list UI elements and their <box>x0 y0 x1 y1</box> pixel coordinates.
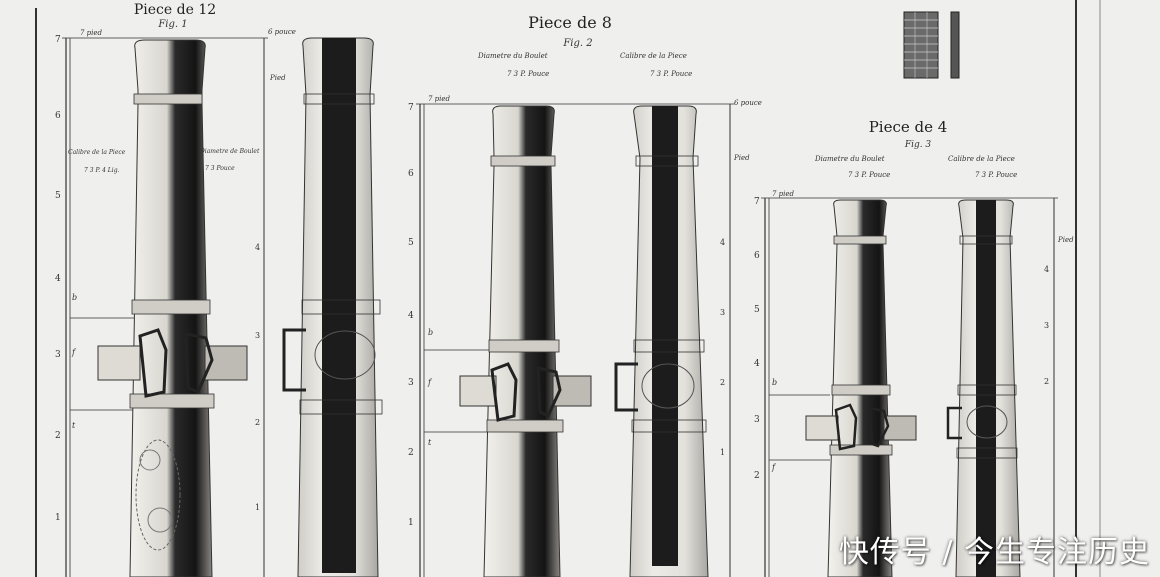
piece-12-rscale-1: 1 <box>255 503 260 512</box>
piece-4-note-right-value: 7 3 P. Pouce <box>975 171 1017 179</box>
piece-8-title: Piece de 8 <box>528 13 612 32</box>
piece-4-group: Piece de 4 Fig. 3 Diametre du Boulet 7 3… <box>754 118 1074 577</box>
piece-4-top-label: 7 pied <box>772 190 795 198</box>
piece-12-scale-2: 2 <box>55 431 61 441</box>
piece-12-scale-1: 1 <box>55 513 61 523</box>
piece-8-rscale-1: 1 <box>720 448 725 457</box>
piece-12-mark-b: b <box>72 293 77 302</box>
piece-8-side-label: 6 pouce <box>734 99 762 107</box>
piece-12-mark-f: f <box>71 348 77 357</box>
piece-12-note-left-value: 7 3 P. 4 Lig. <box>84 167 120 174</box>
piece-4-scale-4: 4 <box>754 359 760 369</box>
piece-4-scale-5: 5 <box>754 305 760 315</box>
piece-12-scale-4: 4 <box>55 274 61 284</box>
piece-8-note-right-title: Calibre de la Piece <box>620 52 687 60</box>
piece-12-scale-5: 5 <box>55 191 61 201</box>
piece-8-top-label: 7 pied <box>428 95 451 103</box>
piece-8-scale-3: 3 <box>408 378 414 388</box>
piece-12-note-left-title: Calibre de la Piece <box>68 149 126 156</box>
piece-4-fig: Fig. 3 <box>904 140 932 150</box>
piece-8-barrel-exterior <box>459 105 592 577</box>
piece-4-note-right-title: Calibre de la Piece <box>948 155 1015 163</box>
piece-8-note-left-title: Diametre du Boulet <box>477 52 548 60</box>
piece-4-rscale-2: 2 <box>1044 377 1049 386</box>
piece-4-scale-6: 6 <box>754 251 760 261</box>
piece-4-note-left-value: 7 3 P. Pouce <box>848 171 890 179</box>
piece-8-scale-6: 6 <box>408 169 414 179</box>
piece-12-rscale-4: 4 <box>255 243 260 252</box>
piece-8-mark-b: b <box>428 328 433 337</box>
piece-12-rscale-2: 2 <box>255 418 260 427</box>
piece-4-scale-7: 7 <box>754 197 760 207</box>
piece-4-barrel-section <box>946 199 1021 577</box>
piece-4-scale-3: 3 <box>754 415 760 425</box>
watermark-text: 快传号 / 今生专注历史 <box>838 535 1150 570</box>
piece-8-fig: Fig. 2 <box>562 38 592 49</box>
piece-8-note-left-value: 7 3 P. Pouce <box>507 70 549 78</box>
piece-8-side-label-2: Pied <box>733 154 750 162</box>
piece-12-barrel-section <box>282 37 383 577</box>
piece-12-group: Piece de 12 Fig. 1 7 pied 6 pouce Pied 7… <box>55 2 383 577</box>
piece-4-note-left-title: Diametre du Boulet <box>814 155 885 163</box>
piece-12-note-right-value: 7 3 Pouce <box>205 165 235 172</box>
piece-4-barrel-exterior <box>805 199 917 577</box>
grid-detail <box>903 11 960 79</box>
piece-4-side-label: Pied <box>1057 236 1074 244</box>
piece-12-rscale-3: 3 <box>255 331 260 340</box>
piece-12-mark-t: t <box>72 421 76 430</box>
piece-8-scale-2: 2 <box>408 448 414 458</box>
piece-8-mark-f: f <box>427 378 433 387</box>
piece-8-barrel-section <box>614 105 709 577</box>
piece-8-rscale-3: 3 <box>720 308 725 317</box>
piece-12-scale-3: 3 <box>55 350 61 360</box>
piece-12-barrel-exterior <box>97 39 248 577</box>
piece-8-mark-t: t <box>428 438 432 447</box>
piece-12-side-label: 6 pouce <box>268 28 296 36</box>
piece-12-note-right-title: Diametre de Boulet <box>199 148 260 155</box>
piece-12-side-label-2: Pied <box>269 74 286 82</box>
piece-12-scale-6: 6 <box>55 111 61 121</box>
piece-12-top-label: 7 pied <box>80 29 103 37</box>
piece-8-scale-5: 5 <box>408 238 414 248</box>
piece-8-scale-7: 7 <box>408 103 414 113</box>
piece-4-mark-f: f <box>771 463 777 472</box>
piece-8-scale-4: 4 <box>408 311 414 321</box>
piece-4-mark-b: b <box>772 378 777 387</box>
piece-12-scale-7: 7 <box>55 35 61 45</box>
piece-4-rscale-4: 4 <box>1044 265 1049 274</box>
piece-12-fig: Fig. 1 <box>157 19 187 30</box>
piece-4-title: Piece de 4 <box>869 118 948 136</box>
piece-8-group: Piece de 8 Fig. 2 Diametre du Boulet 7 3… <box>408 13 762 577</box>
piece-8-rscale-2: 2 <box>720 378 725 387</box>
piece-4-rscale-3: 3 <box>1044 321 1049 330</box>
piece-8-scale-1: 1 <box>408 518 414 528</box>
piece-8-rscale-4: 4 <box>720 238 725 247</box>
piece-12-title: Piece de 12 <box>134 2 216 18</box>
piece-4-scale-2: 2 <box>754 471 760 481</box>
piece-8-note-right-value: 7 3 P. Pouce <box>650 70 692 78</box>
